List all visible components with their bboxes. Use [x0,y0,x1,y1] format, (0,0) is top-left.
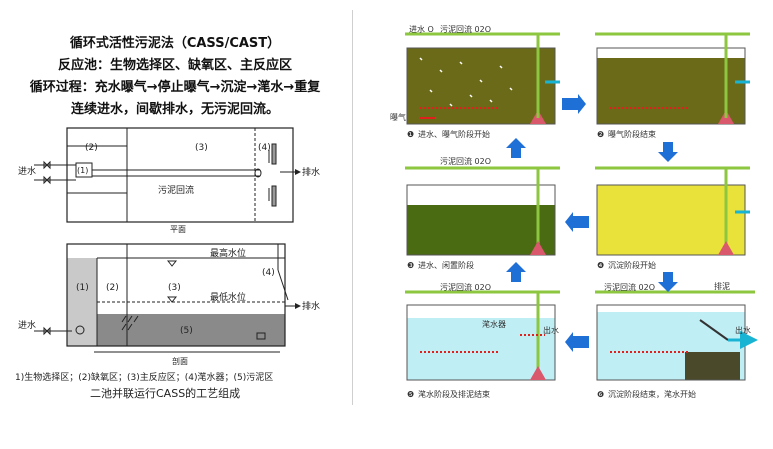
panel-3-liquor [407,205,555,255]
step-4-label: 沉淀阶段开始 [608,260,656,270]
section-sludge-pump-icon [256,332,266,340]
diffuser-icon [121,315,139,331]
panel-5-liquor [407,318,555,380]
top-inlet-label: 进水 O [409,24,434,34]
section-label-1: (1) [76,283,89,293]
cycle-process-text: 循环过程：充水曝气→停止曝气→沉淀→滗水→重复 [29,80,321,95]
stage-panel-5: 污泥回流 02O 滗水器 出水 ❺ 滗水阶段及排泥结束 [405,282,560,399]
reactor-zones-text: 反应池：生物选择区、缺氧区、主反应区 [57,58,292,73]
panel-2-liquor [597,58,745,124]
plan-label-3: (3) [195,143,208,153]
section-view: 最高水位 最低水位 (1) (2) (3) (4) (5) 排水 进水 剖面 [18,243,320,366]
panel-divider [352,10,353,405]
section-tank-outline [66,243,286,347]
step-6-label: 沉淀阶段结束，滗水开始 [608,389,696,399]
step-1-number: ❶ [407,130,414,139]
plan-view: (2) (3) (4) (1) 污泥回流 进水 排水 平面 [18,127,320,234]
plan-inlet-label: 进水 [18,165,36,177]
stage-panel-4: ❹ 沉淀阶段开始 [595,166,750,270]
panel-4-tank [596,184,746,256]
section-valve-icon [43,326,51,336]
arrow-up-icon [506,262,526,282]
step-4-number: ❹ [597,261,604,270]
high-water-label: 最高水位 [210,247,246,259]
section-label-5: (5) [180,326,193,336]
low-water-mark-icon [166,296,178,303]
low-water-label: 最低水位 [210,291,246,303]
section-label-4: (4) [262,268,275,278]
plan-valve-icon-1 [43,160,51,170]
plan-pump-icon [254,168,262,178]
arrow-right-icon [562,94,586,114]
section-outlet-label: 排水 [302,300,320,312]
panel-3-sludge-hopper [530,241,546,255]
plan-outlet-label: 排水 [302,166,320,178]
top-return-label: 污泥回流 02O [440,24,491,34]
sludge-out-label: 排泥 [714,281,730,291]
aeration-label: 曝气 [390,112,406,122]
arrow-up-icon-2 [506,138,526,158]
section-selector-fill [67,258,97,346]
plan-label-2: (2) [85,143,98,153]
panel-3-tank [406,184,556,256]
plan-decanter-upper [271,143,277,165]
panel-2-tank [596,47,746,125]
section-mixer-icon [75,325,85,335]
plan-view-label: 平面 [170,225,186,234]
high-water-mark-icon [166,260,178,267]
process-title: 循环式活性污泥法（CASS/CAST） [69,36,281,51]
step-3-number: ❸ [407,261,414,270]
arrow-down-icon-2 [658,272,678,292]
panel-6-return-label: 污泥回流 02O [604,282,655,292]
stage-panel-1: 进水 O 污泥回流 02O 曝气 ❶ 进水、曝气阶段开始 [390,24,560,139]
decanter-label: 滗水器 [482,319,506,329]
section-decanter-arm [277,269,289,301]
panel-1-liquor [407,48,555,124]
panel-6-sludge [685,352,740,380]
plan-return-label: 污泥回流 [158,184,194,196]
panel-5-sludge-hopper [530,366,546,380]
plan-valve-icon-2 [43,175,51,185]
panel-5-return-label: 污泥回流 02O [440,282,491,292]
plan-decanter-lower [271,185,277,207]
section-inlet-label: 进水 [18,319,36,331]
step-1-label: 进水、曝气阶段开始 [418,129,490,139]
step-5-label: 滗水阶段及排泥结束 [418,389,490,399]
arrow-left-icon [565,212,589,232]
arrow-left-icon-2 [565,332,589,352]
panel-5-tank [406,304,556,381]
step-2-label: 曝气阶段结束 [608,129,656,139]
stage-panel-2: ❷ 曝气阶段结束 [595,32,750,139]
diagram-caption: 二池并联运行CASS的工艺组成 [90,386,240,400]
stage-panel-6: 污泥回流 02O 排泥 出水 ❻ 沉淀阶段结束，滗水开始 [595,281,758,399]
step-5-number: ❺ [407,390,414,399]
panel-4-sludge-hopper [718,241,734,255]
panel-4-liquor [597,185,745,255]
panel-6-decanter-arm [699,319,729,341]
panel-5-outlet-label: 出水 [543,325,559,335]
arrow-down-icon [658,142,678,162]
section-label-3: (3) [168,283,181,293]
step-6-number: ❻ [597,390,604,399]
panel-3-return-label: 污泥回流 02O [440,156,491,166]
section-label-2: (2) [106,283,119,293]
plan-tank-outline [66,127,294,223]
aeration-bubbles-icon [419,57,513,107]
panel-6-outlet-label: 出水 [735,325,751,335]
operation-note-text: 连续进水，间歇排水，无污泥回流。 [70,102,279,117]
plan-label-4: (4) [258,143,271,153]
stage-panel-3: 污泥回流 02O ❸ 进水、闲置阶段 [405,156,560,270]
section-view-label: 剖面 [172,356,188,366]
legend-text: 1)生物选择区；(2)缺氧区；(3)主反应区；(4)滗水器；(5)污泥区 [15,371,273,383]
plan-label-1: (1) [77,166,88,175]
step-3-label: 进水、闲置阶段 [418,260,474,270]
step-2-number: ❷ [597,130,604,139]
panel-1-tank [406,47,556,125]
